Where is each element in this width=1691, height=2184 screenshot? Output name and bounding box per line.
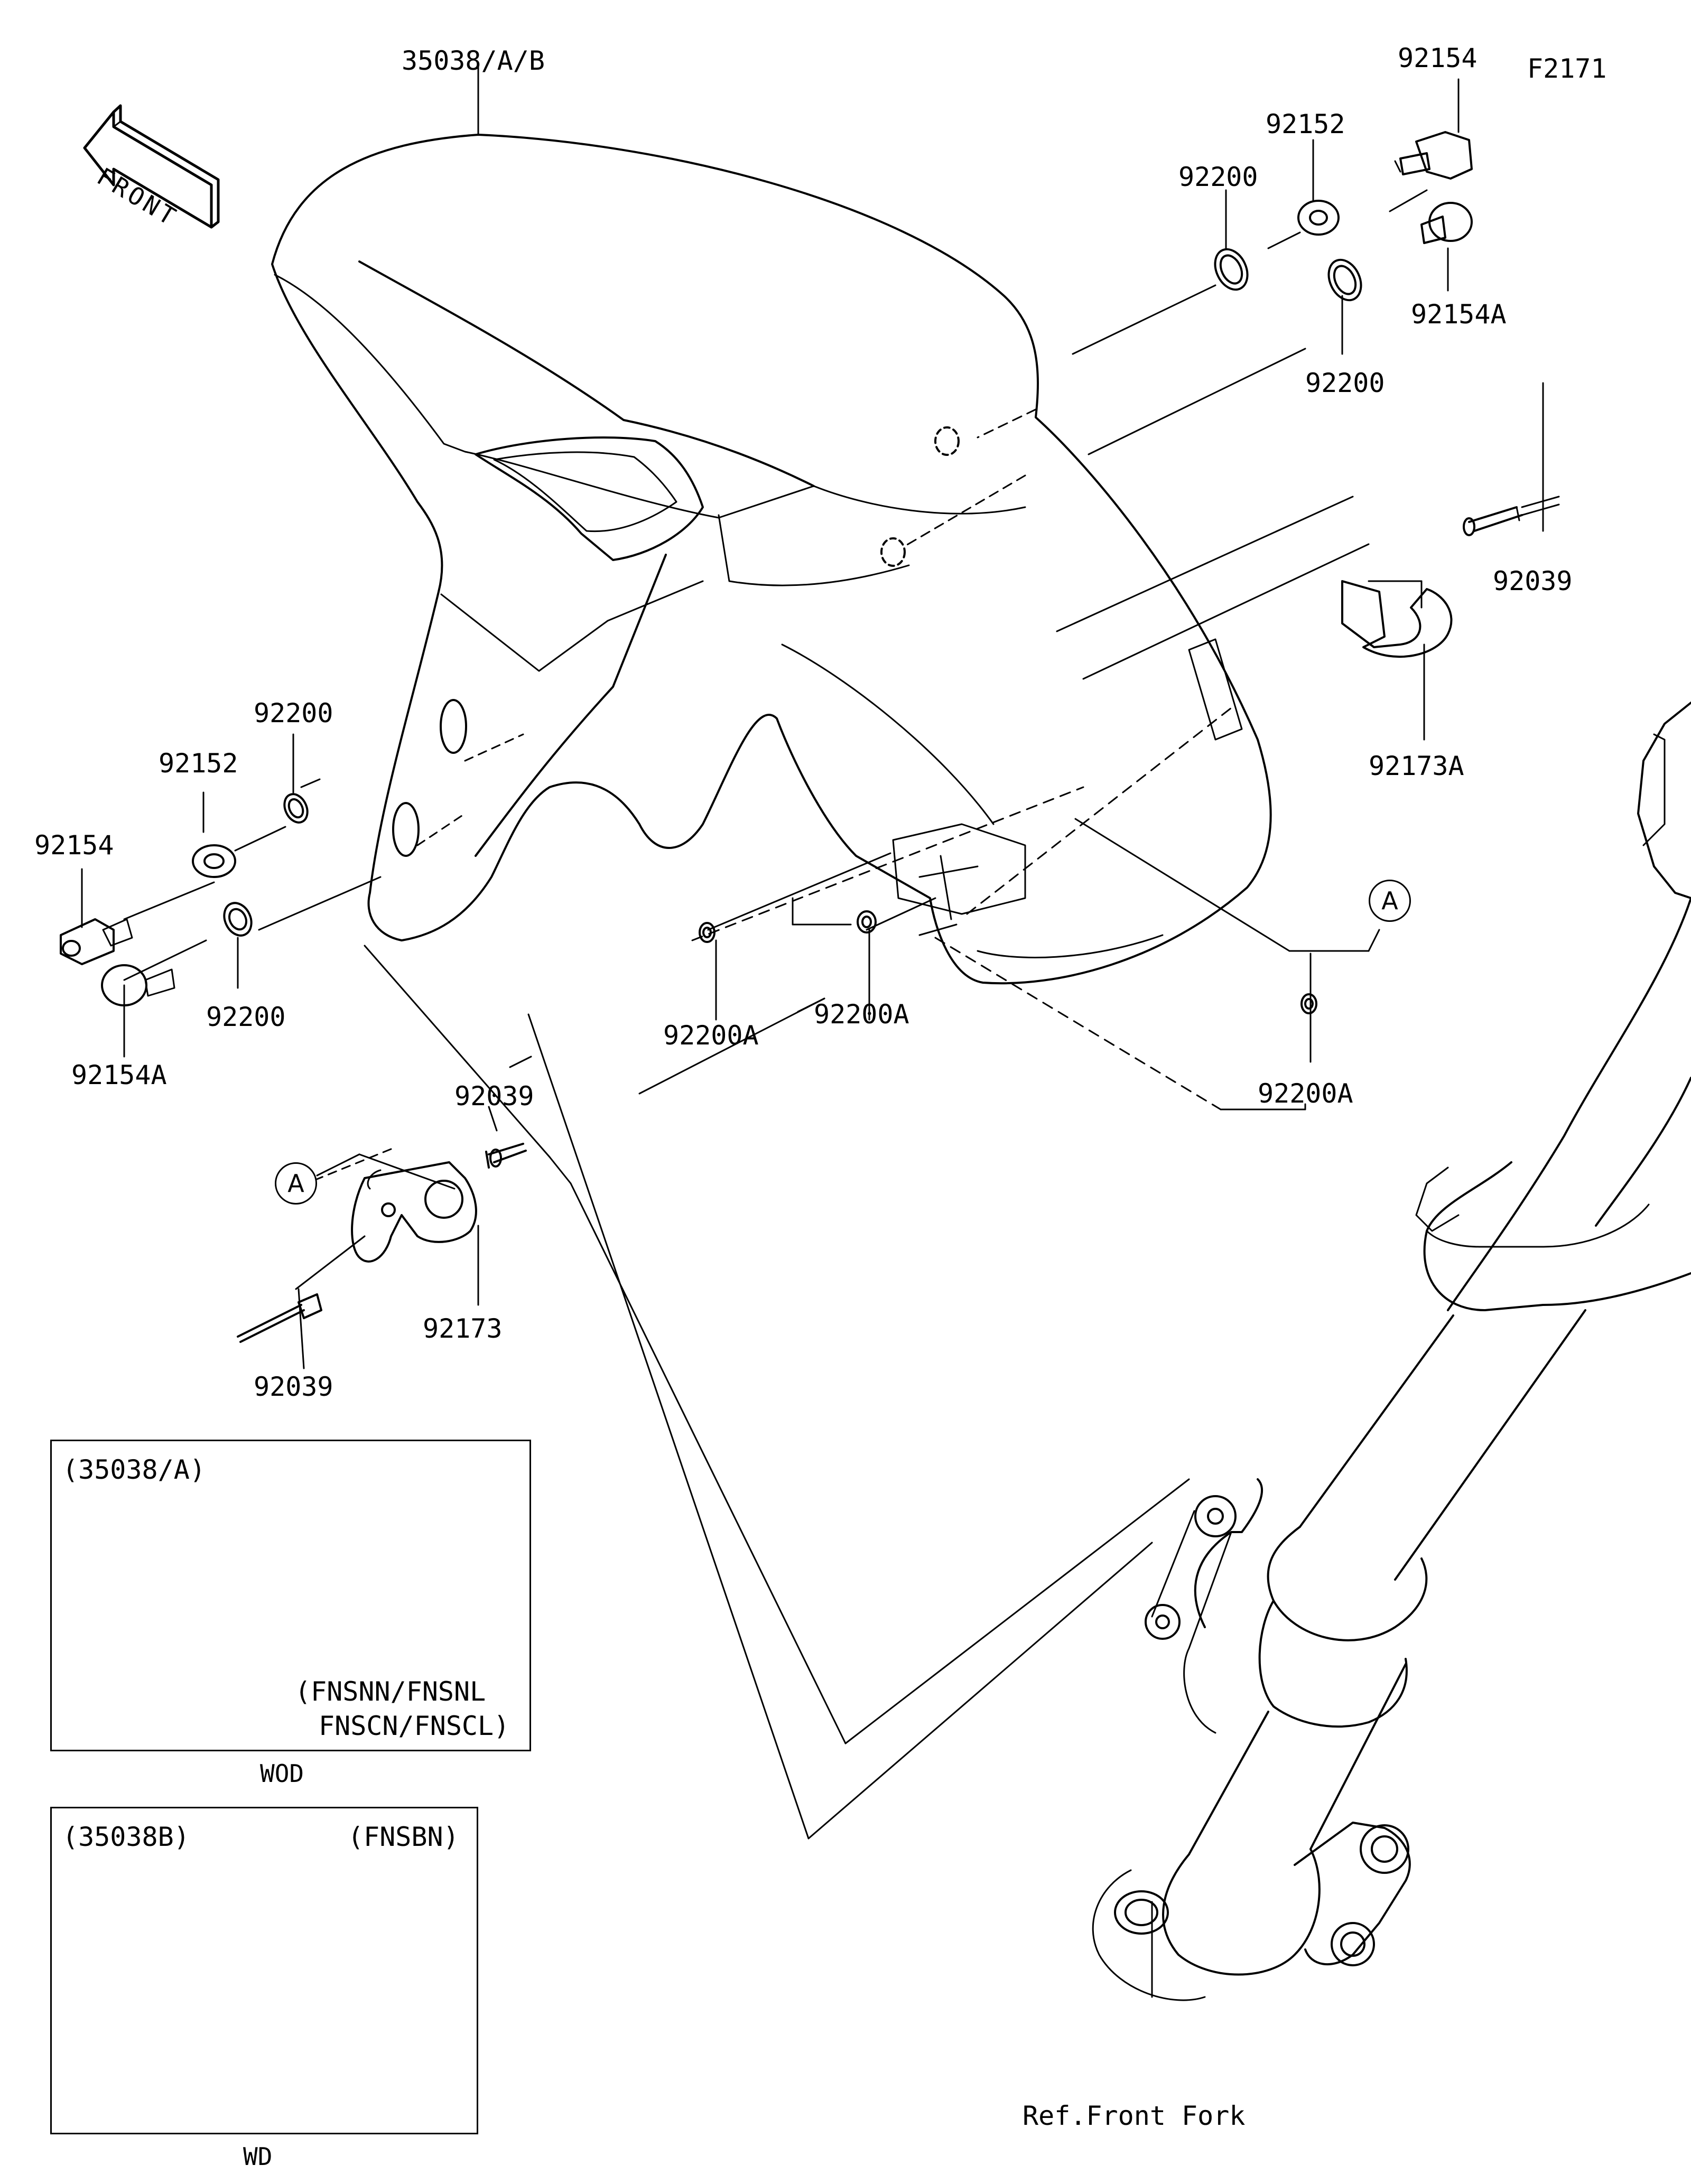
- label-92039-right: 92039: [1493, 566, 1573, 596]
- inset-wod-models-1: (FNSNN/FNSNL: [295, 1676, 486, 1707]
- reference-front-fork: Ref.Front Fork: [1023, 2101, 1246, 2131]
- inset-wd-models: (FNSBN): [348, 1822, 459, 1852]
- inset-wod-models-2: FNSCN/FNSCL): [319, 1711, 510, 1741]
- label-92154-top: 92154: [1398, 43, 1478, 73]
- label-92173: 92173: [423, 1313, 503, 1344]
- callout-a-right: A: [1369, 880, 1411, 922]
- figure-code: F2171: [1527, 53, 1607, 84]
- label-92200a-3: 92200A: [1258, 1078, 1353, 1109]
- label-35038-a-b: 35038/A/B: [402, 45, 545, 76]
- label-92039-left-bottom: 92039: [254, 1371, 333, 1402]
- label-92152-left: 92152: [159, 748, 238, 779]
- label-92200-left-2: 92200: [206, 1002, 286, 1032]
- inset-wod-box: (35038/A) (FNSNN/FNSNL FNSCN/FNSCL): [50, 1440, 531, 1751]
- label-92154a-left: 92154A: [71, 1060, 167, 1090]
- label-92200a-1: 92200A: [663, 1020, 759, 1051]
- label-92154-left: 92154: [34, 830, 114, 861]
- inset-wod-header: (35038/A): [62, 1454, 206, 1485]
- fastener-drawings: [60, 131, 1560, 1343]
- inset-wd-header: (35038B): [62, 1822, 190, 1852]
- front-fork-drawing: [1092, 702, 1691, 2001]
- label-92200-left: 92200: [254, 698, 333, 729]
- label-92039-left-top: 92039: [454, 1081, 534, 1112]
- callout-a-left: A: [275, 1162, 317, 1205]
- inset-wd-box: (35038B) (FNSBN): [50, 1807, 478, 2134]
- label-92152-top: 92152: [1266, 109, 1345, 139]
- label-92200-top-2: 92200: [1305, 368, 1385, 398]
- leader-lines: [81, 65, 1544, 1998]
- front-fender-drawing: [271, 134, 1272, 985]
- inset-wod-caption: WOD: [260, 1759, 304, 1788]
- label-92173a: 92173A: [1369, 751, 1464, 781]
- label-92200-top: 92200: [1178, 162, 1258, 192]
- label-92154a-top: 92154A: [1411, 299, 1507, 330]
- front-arrow-icon: [83, 104, 220, 229]
- label-92200a-2: 92200A: [814, 999, 909, 1030]
- inset-wd-caption: WD: [243, 2142, 273, 2171]
